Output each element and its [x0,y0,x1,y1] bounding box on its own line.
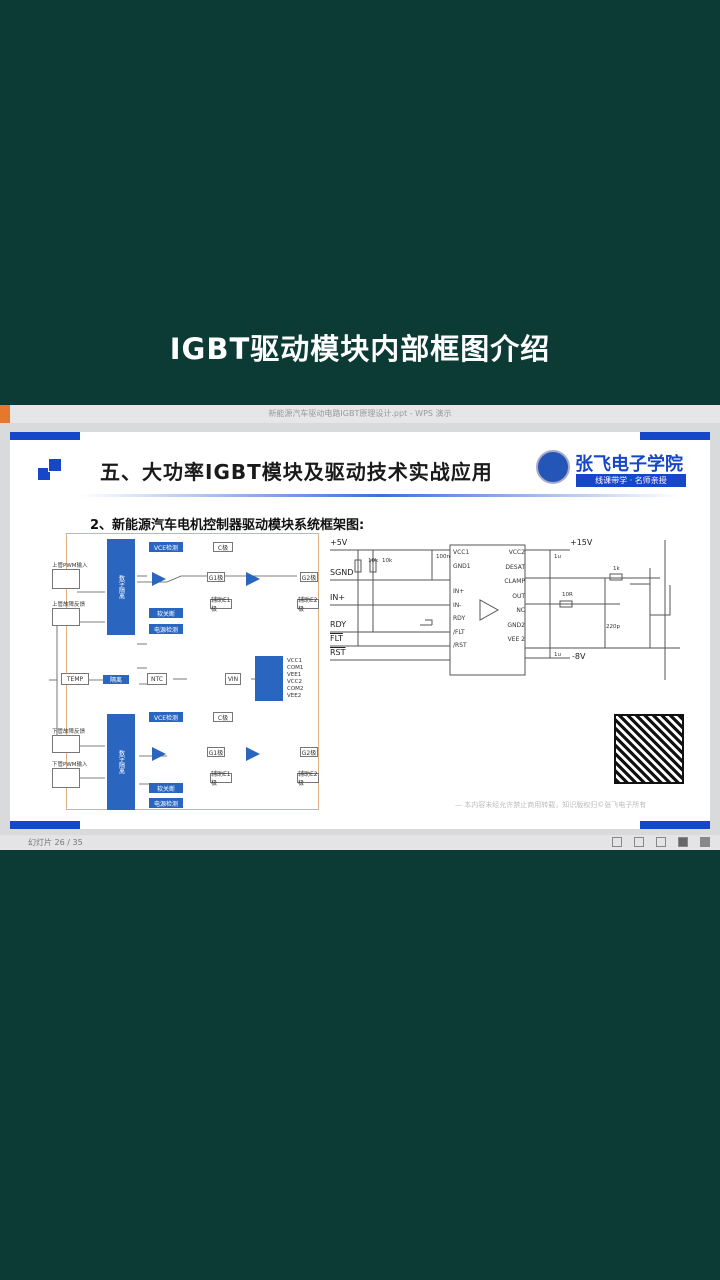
app-menu-button[interactable] [0,405,10,423]
dc-dc-converter [255,656,283,701]
isolation-block-upper: 数字隔离 [107,539,135,635]
isolation-block-lower: 数字隔离 [107,714,135,810]
aux-e1-upper: 辅助E1极 [210,597,232,613]
c3-value: 1u [554,652,561,658]
power-detect-lower: 电源检测 [149,798,183,808]
upper-pwm-optocoupler [52,569,80,589]
c1-value: 100n [436,554,450,560]
corner-bar [640,821,710,829]
c2-value: 1u [554,554,561,560]
aux-e1-lower: 辅助E1极 [210,771,232,787]
pin: RDY [453,615,466,622]
slideshow-icon[interactable] [700,837,710,847]
power-detect-upper: 电源检测 [149,624,183,634]
net-label-in-plus: IN+ [330,593,346,602]
lower-pwm-optocoupler [52,768,80,788]
brand-name: 张飞电子学院 [575,454,683,475]
block-diagram-wires [49,572,297,785]
r1-value: 10k [368,558,379,564]
vcc1-label: VCC1 [287,658,302,664]
vin-box: VIN [225,673,241,685]
rail-15v: +15V [570,538,593,547]
com2-label: COM2 [287,686,304,692]
pin: VEE 2 [507,636,525,643]
lower-fault-optocoupler [52,735,80,753]
r2-value: 10k [382,558,393,564]
soft-off-lower: 软关断 [149,783,183,793]
pin: DESAT [505,563,525,571]
wps-window: 新能源汽车驱动电路IGBT原理设计.ppt - WPS 演示 五、大功率IGBT… [0,405,720,850]
vee2-label: VEE2 [287,693,302,699]
sorter-view-icon[interactable] [678,837,688,847]
slide-counter: 幻灯片 26 / 35 [28,838,83,847]
net-label-rst: RST [330,648,346,657]
iso-block: 隔离 [103,675,129,684]
temp-box: TEMP [61,673,89,685]
com1-label: COM1 [287,665,304,671]
logo-square-icon [38,468,50,480]
next-slide-icon[interactable] [656,837,666,847]
soft-off-upper: 软关断 [149,608,183,618]
slide: 五、大功率IGBT模块及驱动技术实战应用 张飞电子学院 线课带学 · 名师亲授 … [10,432,710,829]
block-diagram: 数字隔离 数字隔离 VCE检测 C极 G1极 G2极 辅助E1极 辅助E2极 软… [49,533,319,810]
pin: GND2 [507,621,525,629]
pin: VCC2 [508,549,525,556]
vcc2-label: VCC2 [287,679,302,685]
lower-pwm-label: 下管PWM输入 [52,762,88,768]
g2-upper: G2极 [300,572,318,582]
c-desat-value: 220p [606,624,620,630]
pin: GND1 [453,562,471,570]
avatar [536,450,570,484]
aux-e2-lower: 辅助E2极 [297,771,319,787]
aux-e2-upper: 辅助E2极 [297,597,319,613]
logo-square-icon [48,458,62,472]
video-title: IGBT驱动模块内部框图介绍 [169,332,551,366]
copyright-notice: — 本内容未经允许禁止商用转载，知识版权归©张飞电子所有 [455,801,647,809]
vce-detect-lower: VCE检测 [149,712,183,722]
g1-lower: G1极 [207,747,225,757]
upper-fault-optocoupler [52,608,80,626]
pin: /FLT [453,628,465,636]
g2-lower: G2极 [300,747,318,757]
g1-upper: G1极 [207,572,225,582]
rail-minus-8v: -8V [572,652,586,661]
qr-code [614,714,684,784]
r-gate-value: 10R [562,592,573,598]
net-label-rdy: RDY [330,620,347,629]
pin: IN- [453,601,462,609]
upper-pwm-label: 上管PWM输入 [52,563,88,569]
vee1-label: VEE1 [287,672,302,678]
vce-detect-upper: VCE检测 [149,542,183,552]
net-label-flt: FLT [330,634,343,643]
status-bar: 幻灯片 26 / 35 [0,835,720,850]
pin: NC [516,607,525,614]
driver-schematic [330,540,680,680]
slide-subtitle: 2、新能源汽车电机控制器驱动模块系统框架图: [90,518,365,533]
window-titlebar: 新能源汽车驱动电路IGBT原理设计.ppt - WPS 演示 [0,405,720,423]
net-label-5v: +5V [330,538,348,547]
upper-fault-label: 上管故障反馈 [52,602,86,608]
pin: VCC1 [453,549,470,556]
corner-bar [10,432,80,440]
lower-fault-label: 下管故障反馈 [52,729,86,735]
net-label-sgnd: SGND [330,568,354,577]
c-pole-upper: C极 [213,542,233,552]
ntc-box: NTC [147,673,167,685]
divider [80,494,680,497]
prev-slide-icon[interactable] [612,837,622,847]
slide-header: 五、大功率IGBT模块及驱动技术实战应用 [100,460,493,484]
normal-view-icon[interactable] [634,837,644,847]
brand-slogan: 线课带学 · 名师亲授 [576,474,686,487]
pin: CLAMP [504,578,525,585]
pin: OUT [512,592,525,600]
r-desat-value: 1k [613,566,620,572]
pin: IN+ [453,588,465,595]
pin: /RST [453,642,467,649]
c-pole-lower: C极 [213,712,233,722]
corner-bar [10,821,80,829]
corner-bar [640,432,710,440]
